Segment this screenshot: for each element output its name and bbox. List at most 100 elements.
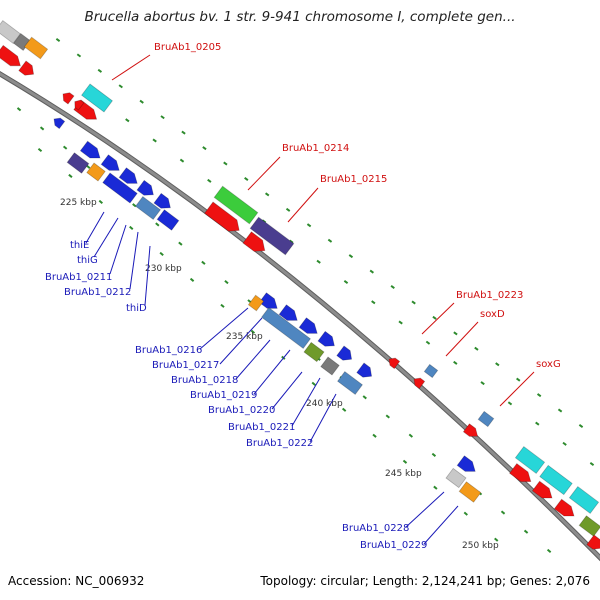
tick-mark bbox=[398, 320, 403, 325]
tick-mark bbox=[160, 115, 165, 120]
gene-feature bbox=[86, 162, 106, 182]
tick-mark bbox=[425, 340, 431, 345]
leader-line bbox=[287, 187, 319, 223]
gene-feature bbox=[156, 209, 180, 231]
gene-feature bbox=[18, 60, 35, 76]
tick-mark bbox=[202, 146, 207, 151]
gene-feature bbox=[553, 498, 575, 517]
gene-feature bbox=[477, 410, 495, 428]
leader-line bbox=[129, 231, 139, 290]
gene-label: BruAb1_0228 bbox=[342, 523, 409, 534]
leader-line bbox=[421, 302, 455, 335]
gene-feature bbox=[213, 185, 259, 225]
scale-label: 250 kbp bbox=[462, 541, 499, 551]
leader-line bbox=[291, 377, 321, 427]
tick-mark bbox=[557, 408, 563, 413]
tick-mark bbox=[562, 441, 567, 446]
gene-feature bbox=[23, 36, 49, 60]
tick-mark bbox=[289, 239, 294, 244]
gene-feature bbox=[153, 192, 171, 209]
tick-mark bbox=[285, 207, 291, 212]
tick-mark bbox=[62, 145, 68, 150]
gene-label: BruAb1_0223 bbox=[456, 290, 523, 301]
scale-label: 245 kbp bbox=[385, 469, 422, 479]
gene-label: BruAb1_0214 bbox=[282, 143, 349, 154]
tick-mark bbox=[341, 407, 347, 412]
tick-mark bbox=[369, 269, 375, 274]
gene-feature bbox=[247, 294, 265, 312]
gene-feature bbox=[456, 455, 476, 472]
gene-label: BruAb1_0229 bbox=[360, 540, 427, 551]
tick-mark bbox=[16, 107, 22, 112]
tick-mark bbox=[432, 315, 437, 320]
tick-mark bbox=[385, 414, 390, 419]
accession-label: Accession: NC_006932 bbox=[8, 574, 145, 588]
gene-feature bbox=[62, 92, 75, 105]
leader-line bbox=[199, 307, 249, 350]
gene-feature bbox=[423, 363, 439, 379]
gene-feature bbox=[53, 117, 66, 130]
tick-mark bbox=[155, 222, 160, 227]
tick-mark bbox=[390, 285, 395, 290]
tick-mark bbox=[453, 360, 458, 365]
leader-line bbox=[405, 491, 445, 528]
tick-mark bbox=[589, 462, 595, 467]
gene-feature bbox=[458, 481, 482, 503]
tick-mark bbox=[372, 433, 377, 438]
leader-line bbox=[253, 349, 291, 395]
tick-mark bbox=[207, 178, 212, 183]
topology-label: Topology: circular; Length: 2,124,241 bp… bbox=[260, 574, 590, 588]
tick-mark bbox=[159, 251, 164, 256]
tick-mark bbox=[431, 452, 437, 457]
gene-label: thiD bbox=[126, 303, 147, 314]
tick-mark bbox=[152, 138, 157, 143]
gene-label: BruAb1_0220 bbox=[208, 405, 275, 416]
tick-mark bbox=[125, 118, 130, 123]
leader-line bbox=[109, 224, 127, 275]
gene-label: BruAb1_0215 bbox=[320, 174, 387, 185]
tick-mark bbox=[516, 377, 521, 382]
gene-feature bbox=[0, 44, 21, 67]
tick-mark bbox=[139, 99, 144, 104]
gene-label: BruAb1_0217 bbox=[152, 360, 219, 371]
gene-feature bbox=[445, 467, 467, 489]
leader-line bbox=[93, 217, 119, 258]
tick-mark bbox=[371, 300, 376, 305]
tick-mark bbox=[250, 329, 256, 334]
scale-label: 240 kbp bbox=[306, 399, 343, 409]
tick-mark bbox=[86, 164, 91, 169]
tick-mark bbox=[327, 238, 333, 243]
gene-feature bbox=[356, 362, 373, 378]
gene-label: BruAb1_0219 bbox=[190, 390, 257, 401]
leader-line bbox=[144, 245, 151, 306]
tick-mark bbox=[76, 53, 82, 58]
gene-label: soxD bbox=[480, 309, 505, 320]
tick-mark bbox=[311, 381, 316, 386]
gene-label: thiG bbox=[77, 255, 98, 266]
map-title: Brucella abortus bv. 1 str. 9-941 chromo… bbox=[84, 9, 516, 25]
backbone-line bbox=[0, 72, 600, 560]
tick-mark bbox=[463, 511, 468, 516]
gene-feature bbox=[303, 341, 325, 363]
tick-mark bbox=[474, 346, 479, 351]
leader-line bbox=[247, 156, 281, 191]
tick-mark bbox=[494, 537, 499, 542]
scale-label: 230 kbp bbox=[145, 264, 182, 274]
gene-label: BruAb1_0216 bbox=[135, 345, 202, 356]
tick-mark bbox=[55, 38, 61, 42]
gene-feature bbox=[539, 464, 573, 496]
gene-label: BruAb1_0222 bbox=[246, 438, 313, 449]
gene-feature bbox=[514, 446, 546, 474]
gene-feature bbox=[578, 515, 600, 537]
gene-feature bbox=[118, 167, 138, 184]
gene-feature bbox=[0, 20, 21, 44]
leader-line bbox=[445, 321, 479, 357]
gene-feature bbox=[320, 356, 340, 376]
gene-feature bbox=[336, 345, 353, 361]
tick-mark bbox=[402, 459, 408, 464]
gene-feature bbox=[462, 423, 479, 437]
tick-mark bbox=[97, 68, 103, 73]
gene-feature bbox=[66, 152, 90, 174]
gene-feature bbox=[136, 179, 154, 196]
